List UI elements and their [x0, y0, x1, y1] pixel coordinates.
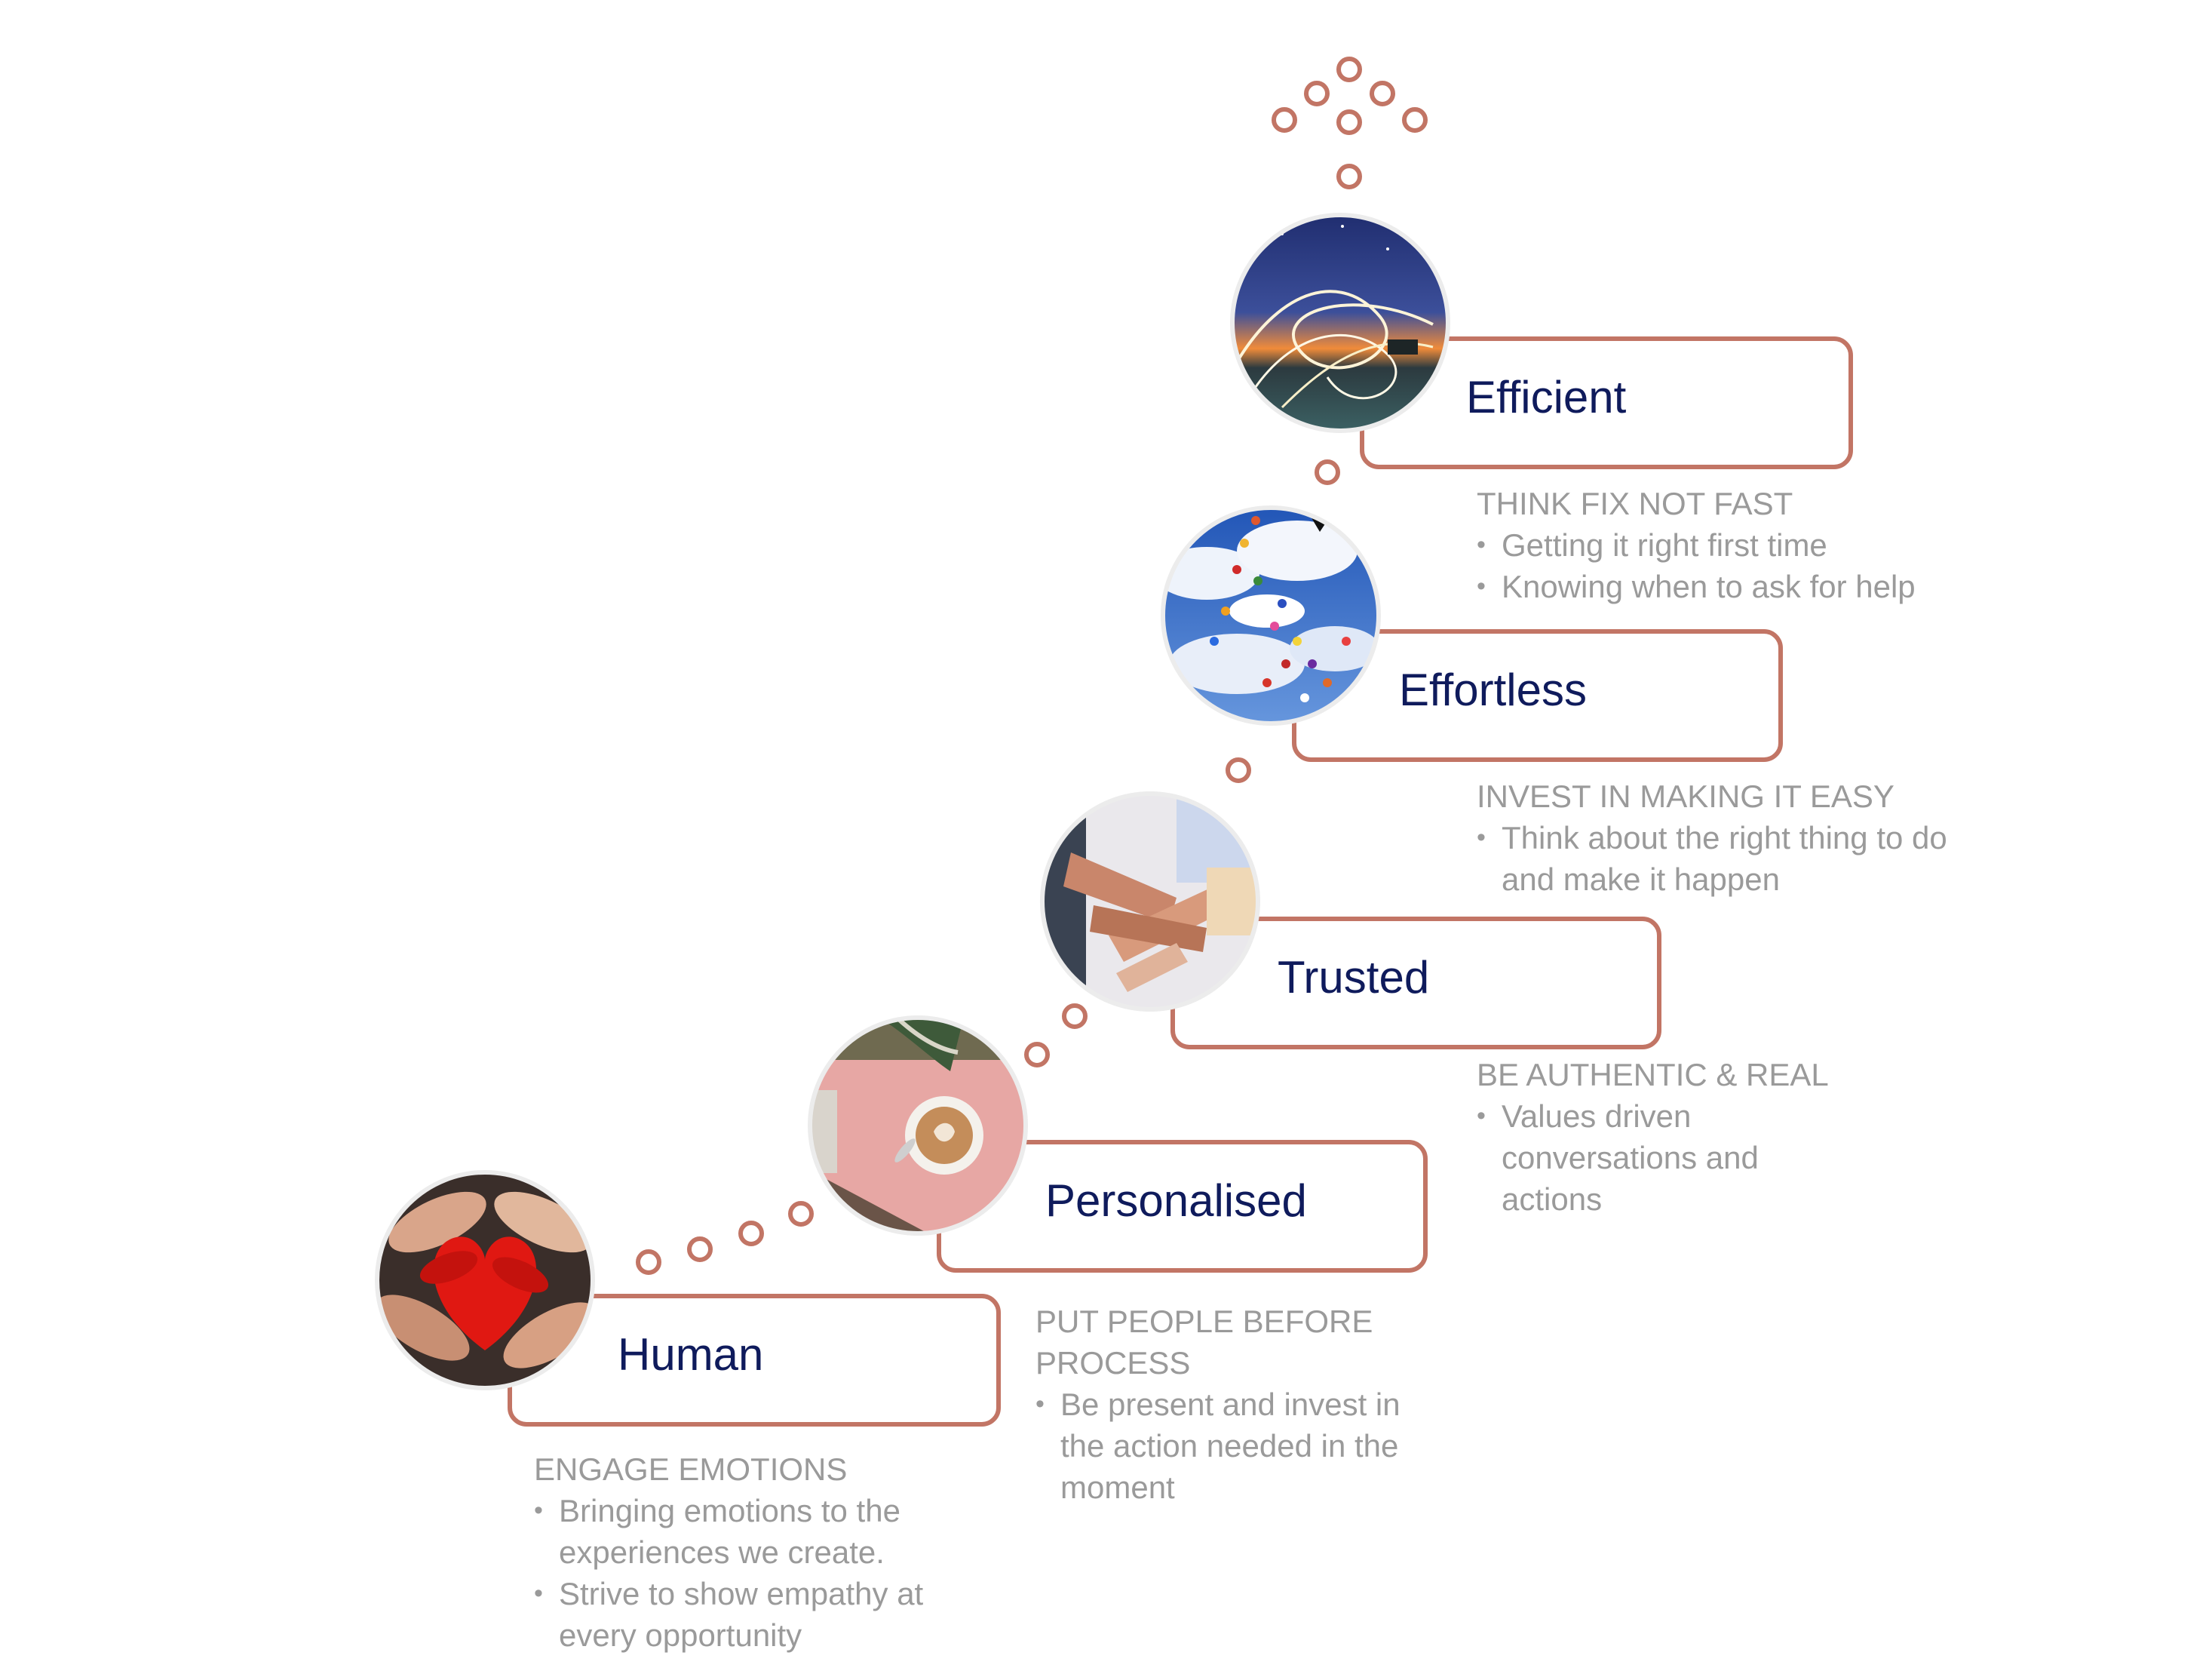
step-description-human: ENGAGE EMOTIONS Bringing emotions to the… — [534, 1448, 1002, 1656]
bullet-item: Think about the right thing to do and ma… — [1477, 817, 2005, 900]
connector-dots — [636, 164, 1362, 1275]
bullet-item: Be present and invest in the action need… — [1035, 1384, 1428, 1508]
step-heading: BE AUTHENTIC & REAL — [1477, 1057, 1829, 1092]
step-description-efficient: THINK FIX NOT FAST Getting it right firs… — [1477, 483, 2050, 607]
up-arrow-icon — [1272, 57, 1428, 135]
light-trails-photo — [1232, 215, 1448, 431]
bullet-item: Getting it right first time — [1477, 524, 2050, 566]
step-heading: THINK FIX NOT FAST — [1477, 486, 1793, 521]
bullet-item: Strive to show empathy at every opportun… — [534, 1573, 1002, 1656]
bullet-item: Knowing when to ask for help — [1477, 566, 2050, 607]
step-title-personalised: Personalised — [1045, 1175, 1307, 1226]
red-painted-hands-photo — [377, 1172, 593, 1388]
balloons-sky-photo — [1163, 508, 1379, 723]
step-heading: ENGAGE EMOTIONS — [534, 1451, 848, 1487]
bullet-item: Values driven conversations and actions — [1477, 1095, 1839, 1220]
step-title-human: Human — [618, 1329, 764, 1380]
step-description-personalised: PUT PEOPLE BEFORE PROCESS Be present and… — [1035, 1301, 1428, 1508]
bullet-item: Bringing emotions to the experiences we … — [534, 1490, 1002, 1573]
coffee-cup-photo — [810, 1018, 1026, 1233]
step-description-effortless: INVEST IN MAKING IT EASY Think about the… — [1477, 776, 2005, 900]
step-heading: INVEST IN MAKING IT EASY — [1477, 779, 1894, 814]
step-heading: PUT PEOPLE BEFORE PROCESS — [1035, 1304, 1373, 1381]
step-title-efficient: Efficient — [1466, 372, 1627, 422]
step-description-trusted: BE AUTHENTIC & REAL Values driven conver… — [1477, 1054, 1839, 1220]
step-title-effortless: Effortless — [1399, 665, 1587, 715]
stacked-hands-photo — [1042, 794, 1258, 1009]
step-title-trusted: Trusted — [1278, 952, 1430, 1003]
